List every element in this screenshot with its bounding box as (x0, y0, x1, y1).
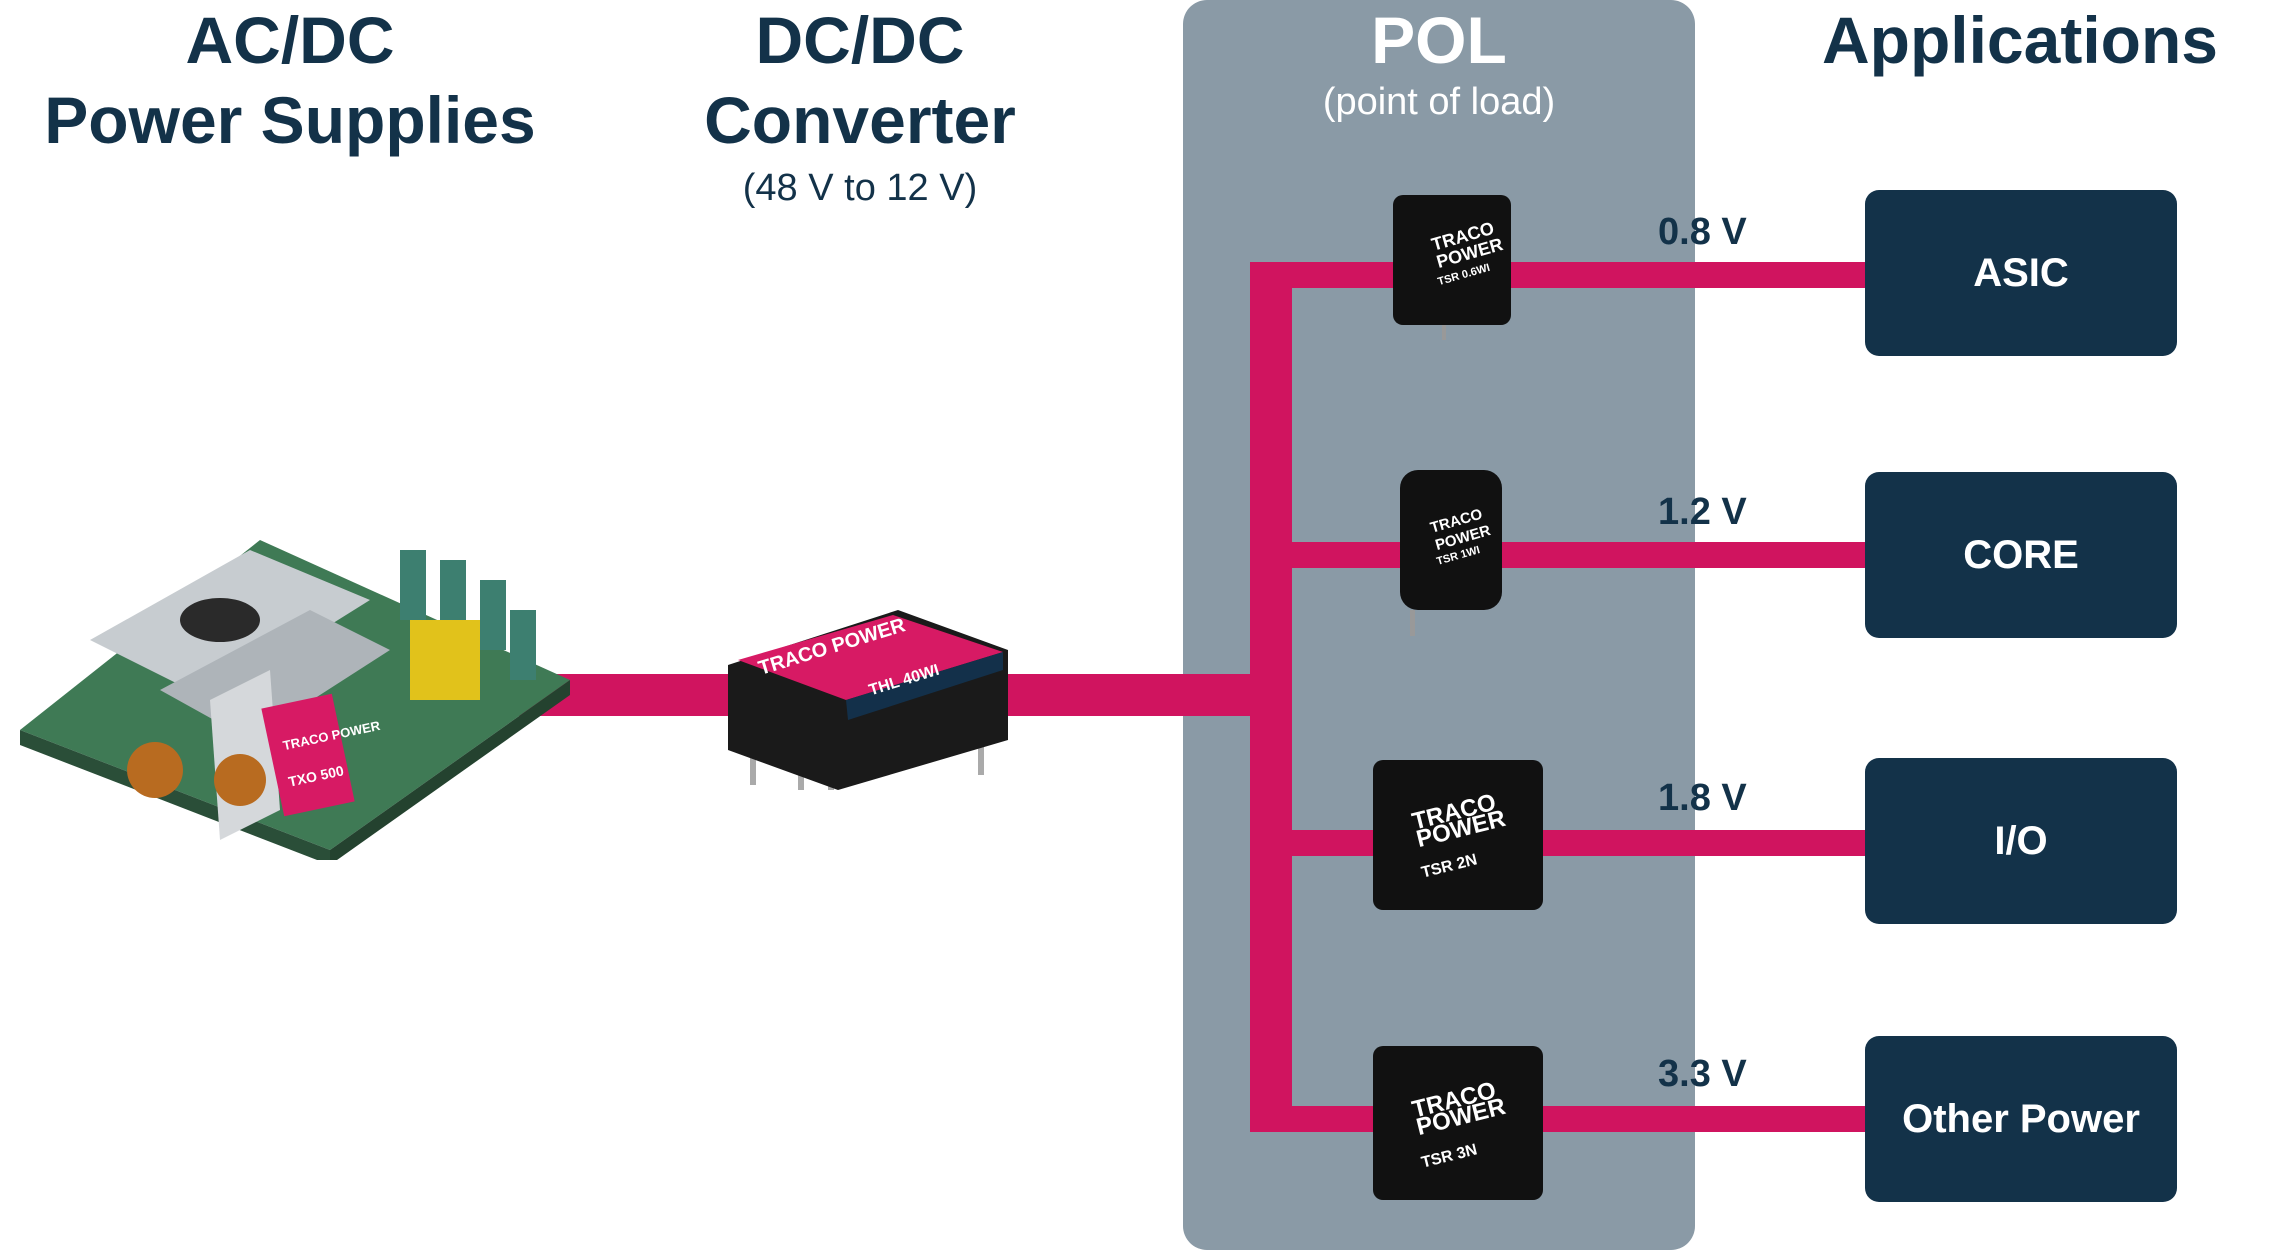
pol-module-asic: TRACO POWER TSR 0.6WI (1393, 195, 1511, 325)
voltage-label-core: 1.2 V (1658, 491, 1747, 533)
dcdc-subtitle: (48 V to 12 V) (742, 167, 978, 209)
voltage-label-io: 1.8 V (1658, 777, 1747, 819)
pol-brand-other-power: TRACO POWER (1409, 1076, 1509, 1142)
pol-title: POL (1371, 3, 1507, 77)
acdc-heading: AC/DC Power Supplies (0, 0, 580, 160)
rail-wire-io (1250, 830, 1870, 856)
pol-module-core: TRACO POWER TSR 1WI (1400, 470, 1502, 610)
acdc-title-line1: AC/DC (185, 3, 395, 77)
dcdc-title-line1: DC/DC (755, 3, 965, 77)
rail-wire-other-power (1250, 1106, 1870, 1132)
dcdc-converter-image: TRACO POWER THL 40WI (728, 590, 1008, 790)
rail-wire-asic (1250, 262, 1870, 288)
pol-brand-asic: TRACO POWER (1429, 217, 1506, 273)
pol-vertical-bus (1250, 262, 1292, 1132)
applications-title: Applications (1821, 3, 2219, 77)
pol-subtitle: (point of load) (1322, 81, 1556, 123)
pol-pin-core (1410, 610, 1415, 636)
acdc-title-line2: Power Supplies (44, 83, 536, 157)
pol-heading: POL (point of load) (1183, 0, 1695, 124)
dcdc-title-line2: Converter (704, 83, 1016, 157)
pol-module-other-power: TRACO POWER TSR 3N (1373, 1046, 1543, 1200)
app-box-core: CORE (1865, 472, 2177, 638)
app-box-other-power: Other Power (1865, 1036, 2177, 1202)
rail-wire-core (1250, 542, 1870, 568)
pol-module-io: TRACO POWER TSR 2N (1373, 760, 1543, 910)
dcdc-heading: DC/DC Converter (48 V to 12 V) (660, 0, 1060, 210)
app-box-io: I/O (1865, 758, 2177, 924)
acdc-power-supply-image: TRACO POWER TXO 500 (10, 530, 570, 865)
voltage-label-other-power: 3.3 V (1658, 1053, 1747, 1095)
app-box-asic: ASIC (1865, 190, 2177, 356)
pol-brand-io: TRACO POWER (1409, 788, 1509, 854)
pol-pin-asic (1442, 325, 1446, 340)
voltage-label-asic: 0.8 V (1658, 211, 1747, 253)
pol-model-io: TSR 2N (1419, 851, 1479, 882)
pol-model-other-power: TSR 3N (1419, 1141, 1479, 1172)
